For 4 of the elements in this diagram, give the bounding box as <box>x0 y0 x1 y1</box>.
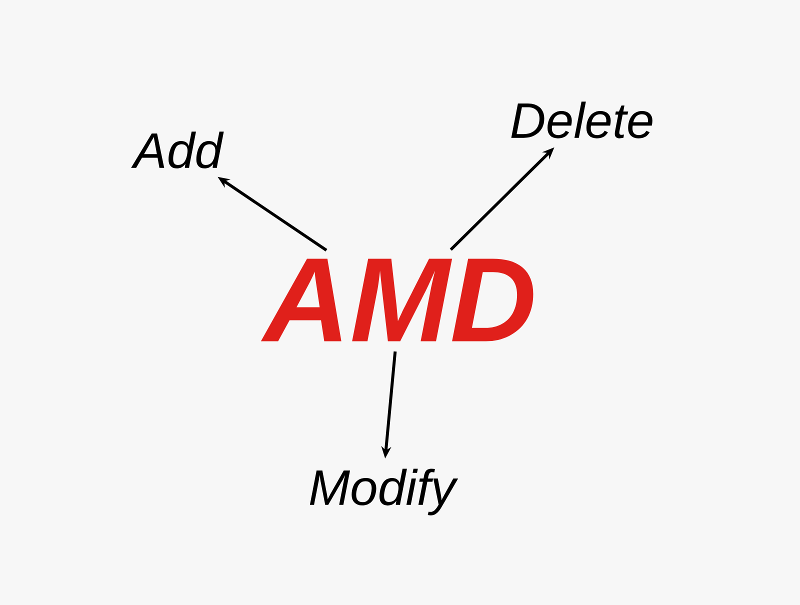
word-label: Modify <box>310 468 458 516</box>
acronym-text: AMD <box>260 258 534 342</box>
word-label: Delete <box>511 102 652 138</box>
word-label: Add <box>131 132 224 168</box>
